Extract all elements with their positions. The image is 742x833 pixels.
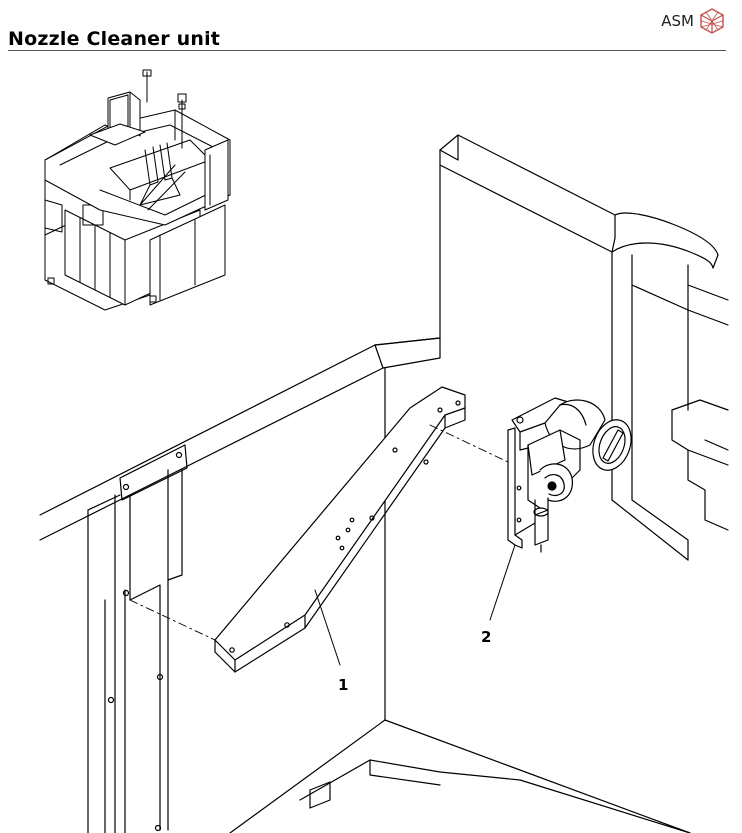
- brand-logo: ASM: [661, 8, 724, 34]
- asm-cube-logo-icon: [700, 8, 724, 34]
- title-divider: [8, 50, 726, 51]
- callout-label-2: 2: [481, 628, 491, 646]
- assembly-guide-lines: [129, 424, 509, 641]
- machine-overview-thumbnail: [44, 69, 231, 311]
- exploded-view-drawing: 1 2: [39, 69, 729, 833]
- part-1-mounting-bracket: [214, 386, 466, 673]
- machine-frame-structure: [39, 134, 729, 833]
- brand-logo-text: ASM: [661, 12, 694, 30]
- part-2-nozzle-cleaner-unit: [507, 397, 632, 553]
- callout-leaders: [314, 544, 516, 666]
- page-title: Nozzle Cleaner unit: [8, 28, 221, 50]
- callout-label-1: 1: [338, 676, 348, 694]
- header: Nozzle Cleaner unit ASM: [0, 0, 742, 52]
